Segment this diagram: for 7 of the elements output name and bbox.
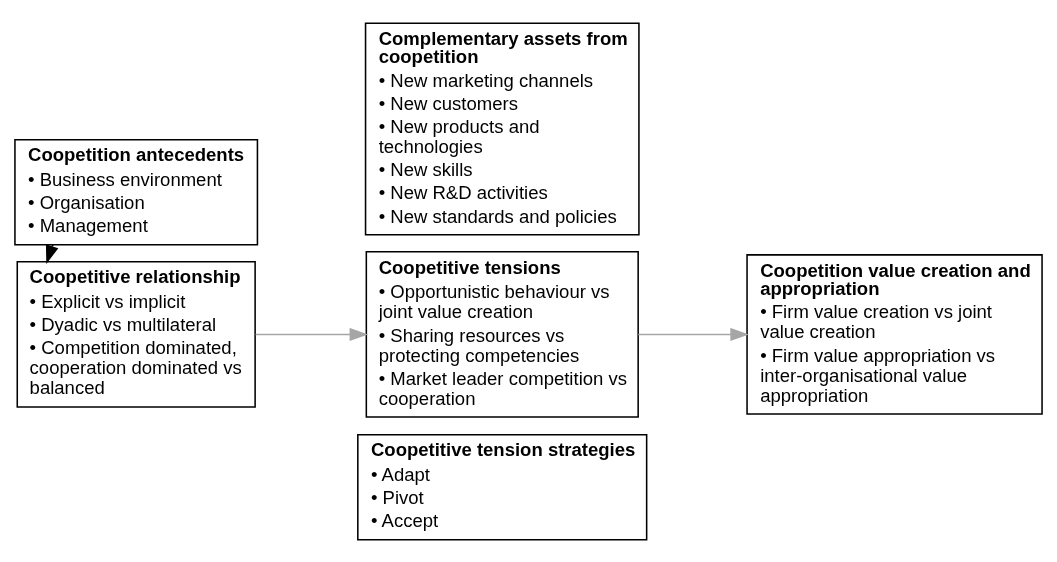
node-box: Coopetitive tensions • Opportunistic behaviour vs joint value creation • Sharing resources vs protecting competencies • Market leader competition vs cooperation bbox=[365, 250, 639, 418]
node-box: Coopetition value creation and appropriation • Firm value creation vs joint value creation • Firm value appropriation vs inter-organisational value appropriation bbox=[746, 253, 1043, 415]
node-box: Complementary assets from coopetition • New marketing channels • New customers • New products and technologies • New skills • New R&D activities • New standards and policies bbox=[364, 21, 640, 236]
node-box: Coopetitive relationship • Explicit vs implicit • Dyadic vs multilateral • Competition dominated, cooperation dominated vs balanced bbox=[16, 260, 256, 408]
node-box: Coopetitive tension strategies • Adapt • Pivot • Accept bbox=[357, 433, 648, 541]
arrow bbox=[254, 327, 369, 341]
arrow bbox=[637, 327, 749, 341]
